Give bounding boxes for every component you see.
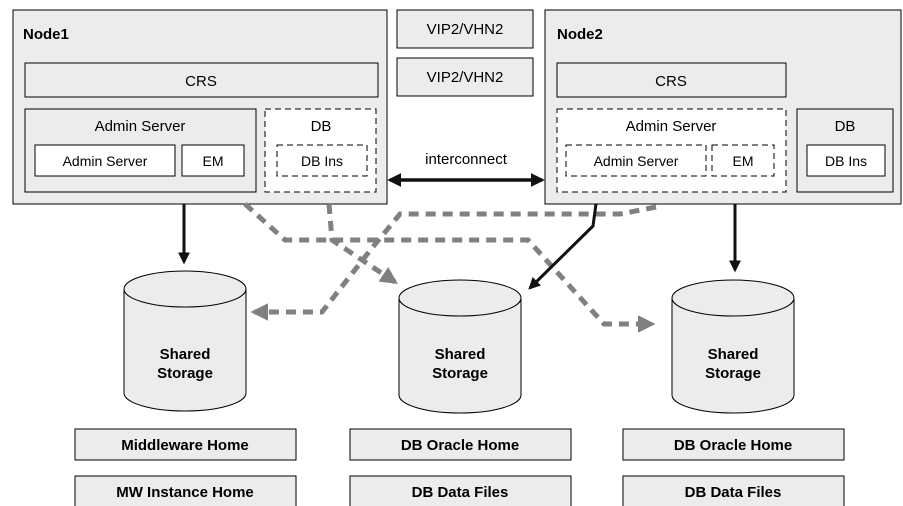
node2-db-ins-label: DB Ins [825,153,867,169]
storage-1-files-box [74,475,297,506]
node1-em-box [181,144,245,177]
node1-admin-server-box [34,144,176,177]
dashed-node1-to-storage2 [326,203,398,285]
node1-db-ins-box [276,144,368,177]
storage-1-label-line2: Storage [157,365,213,382]
node1-admin-group-label: Admin Server [95,118,186,135]
node2-db-ins-box [806,144,886,177]
node2-db-group-label: DB [835,118,856,135]
storage-3-files-label: DB Data Files [685,484,782,501]
node1-admin-server-label: Admin Server [63,153,148,169]
node1-em-label: EM [203,153,224,169]
storage-2-cylinder [398,298,522,414]
vip-box-1 [396,9,534,49]
storage-3-label-line1: Shared [708,346,759,363]
dashed-connections [243,202,657,333]
node1-crs-label: CRS [185,73,217,90]
vip-group: VIP2/VHN2 VIP2/VHN2 [396,9,534,97]
node2-admin-server-label: Admin Server [594,153,679,169]
node1-db-group-label: DB [311,118,332,135]
storage-3-home-label: DB Oracle Home [674,437,792,454]
vip-label-1: VIP2/VHN2 [427,21,504,38]
node2: Node2 CRS Admin Server Admin Server EM D… [544,9,902,205]
storage-1-home-box [74,428,297,461]
storage-3-top [671,279,795,317]
node2-admin-server-box [565,144,707,177]
solid-node2-to-storage2 [528,203,598,290]
storage-1-cylinder [123,289,247,412]
shared-storage-3: Shared Storage [671,279,795,414]
interconnect-label: interconnect [425,151,508,168]
solid-connections [178,203,741,290]
vip-label-2: VIP2/VHN2 [427,69,504,86]
node2-admin-group-label: Admin Server [626,118,717,135]
dashed-node1-to-storage3 [243,202,656,333]
node2-crs-box [556,62,787,98]
storage-3-cylinder [671,298,795,414]
storage-3-home-box [622,428,845,461]
vip-box-2 [396,57,534,97]
storage-3-label-line2: Storage [705,365,761,382]
shared-storage-1: Shared Storage [123,270,247,412]
storage-2-files-box [349,475,572,506]
node2-em-label: EM [733,153,754,169]
storage-labels: Middleware Home MW Instance Home DB Orac… [74,428,845,506]
interconnect-link: interconnect [387,151,545,187]
node1: Node1 CRS Admin Server Admin Server EM D… [12,9,388,205]
storage-3-files-box [622,475,845,506]
node1-title: Node1 [23,26,69,43]
storage-2-files-label: DB Data Files [412,484,509,501]
storage-1-files-label: MW Instance Home [116,484,254,501]
storage-2-label-line2: Storage [432,365,488,382]
storage-2-label-line1: Shared [435,346,486,363]
dashed-node2-to-storage1 [250,204,657,321]
storage-1-label-line1: Shared [160,346,211,363]
node2-em-box [711,144,775,177]
shared-storage-2: Shared Storage [398,279,522,414]
storage-2-home-box [349,428,572,461]
storage-2-home-label: DB Oracle Home [401,437,519,454]
storage-1-home-label: Middleware Home [121,437,249,454]
node1-db-ins-label: DB Ins [301,153,343,169]
node2-title: Node2 [557,26,603,43]
storage-2-top [398,279,522,317]
node1-crs-box [24,62,379,98]
node2-crs-label: CRS [655,73,687,90]
storage-1-top [123,270,247,308]
